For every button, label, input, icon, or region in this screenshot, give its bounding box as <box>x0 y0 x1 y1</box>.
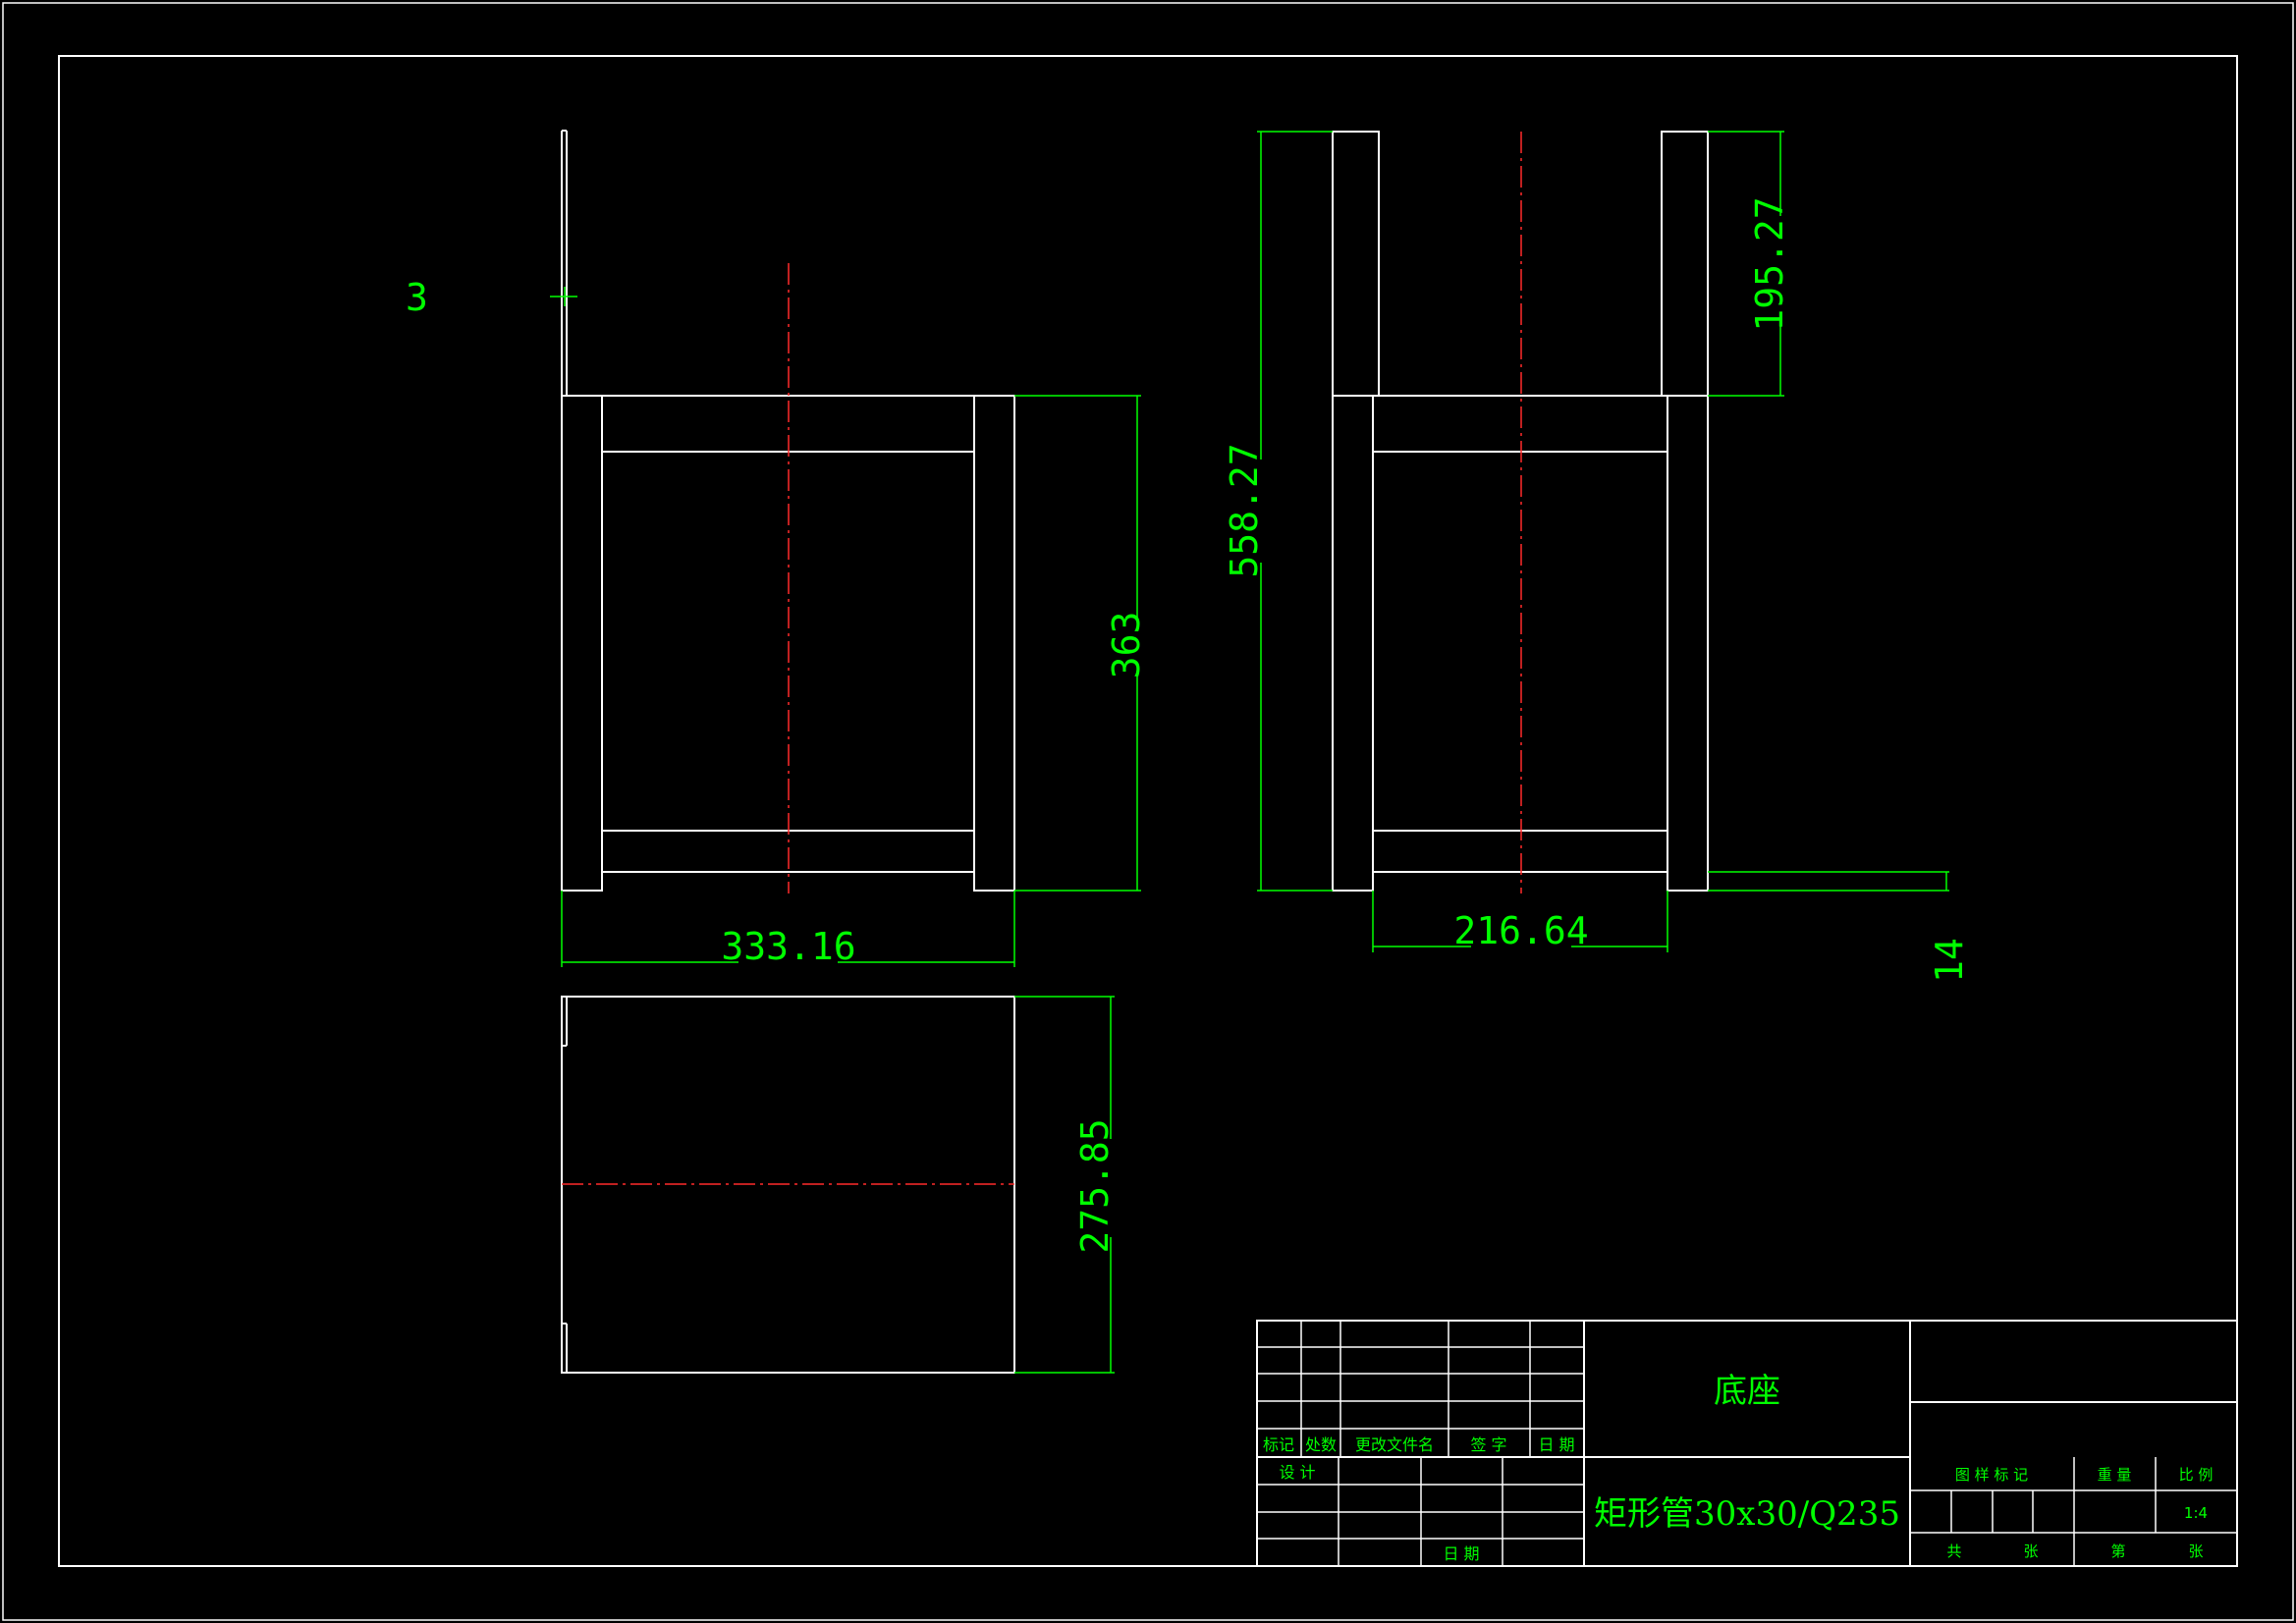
tb-scale-label: 比 例 <box>2179 1466 2214 1484</box>
tb-sheet-unit: 张 <box>2188 1542 2203 1560</box>
tb-weight: 重 量 <box>2098 1466 2132 1484</box>
side-dimensions: 558.27 195.27 216.64 14 <box>1223 131 1971 983</box>
tb-date: 日 期 <box>1538 1435 1574 1454</box>
dim-side-inner-width: 216.64 <box>1453 909 1588 952</box>
dim-front-height: 363 <box>1105 612 1148 679</box>
tb-part-name: 底座 <box>1714 1372 1780 1411</box>
dim-side-total-height: 558.27 <box>1223 443 1266 577</box>
top-dimensions: 275.85 <box>1014 996 1117 1374</box>
tb-change-doc: 更改文件名 <box>1355 1435 1434 1454</box>
tb-drawing-mark: 图 样 标 记 <box>1955 1466 2028 1484</box>
side-view <box>1332 131 1709 893</box>
front-dimensions: 3 363 333.16 <box>406 276 1148 968</box>
tb-sheets: 张 <box>2023 1542 2038 1560</box>
tb-signature: 签 字 <box>1470 1435 1506 1454</box>
tb-design: 设 计 <box>1279 1463 1315 1482</box>
title-block: 标记 处数 更改文件名 签 字 日 期 设 计 日 期 底座 矩形管30x30/… <box>1256 1320 2238 1567</box>
tb-scale-value: 1:4 <box>2184 1504 2208 1522</box>
front-view <box>561 130 1015 893</box>
tb-date2: 日 期 <box>1443 1544 1479 1563</box>
dim-front-width: 333.16 <box>721 925 855 968</box>
tb-sheet-no: 第 <box>2110 1542 2125 1560</box>
tb-material: 矩形管30x30/Q235 <box>1594 1494 1900 1534</box>
dim-side-bottom-offset: 14 <box>1928 938 1971 983</box>
tb-total: 共 <box>1946 1542 1961 1560</box>
dim-thickness: 3 <box>406 276 428 319</box>
tb-mark: 标记 <box>1263 1435 1294 1454</box>
inner-frame <box>58 55 2238 1567</box>
tb-count: 处数 <box>1305 1435 1337 1454</box>
dim-side-upper-height: 195.27 <box>1748 196 1791 331</box>
dim-top-depth: 275.85 <box>1073 1118 1117 1253</box>
top-view <box>561 996 1015 1374</box>
